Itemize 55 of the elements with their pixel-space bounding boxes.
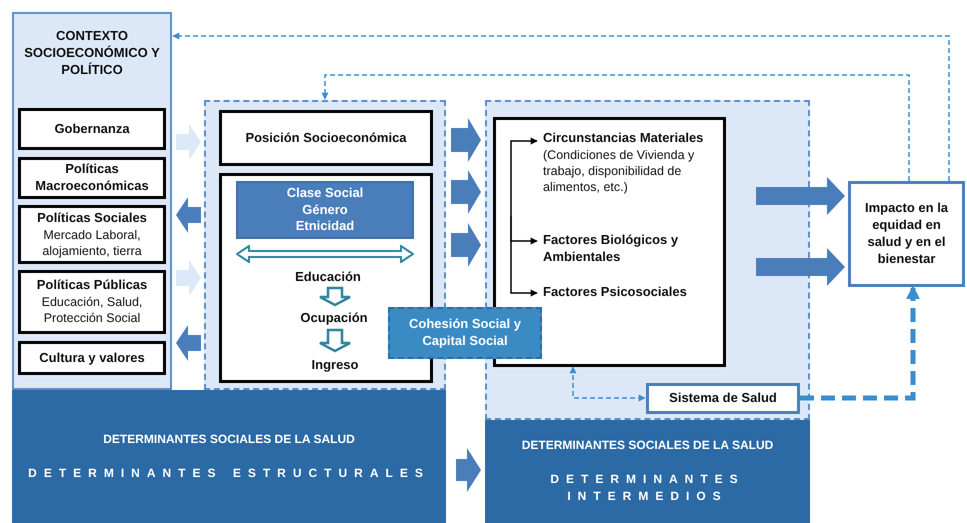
hollow-arrow	[318, 286, 352, 306]
dashed-arrow	[322, 74, 910, 181]
box-label: Factores Biológicos y Ambientales	[543, 232, 680, 266]
band-heading: DETERMINANTES SOCIALES DE LA SALUD	[522, 437, 774, 454]
dashed-arrow	[800, 285, 920, 400]
box-label: Clase Social Género Etnicidad	[286, 184, 364, 236]
band-heading: DETERMINANTES INTERMEDIOS	[549, 470, 746, 506]
band-heading: DETERMINANTES ESTRUCTURALES	[28, 464, 430, 482]
bracket-arrow	[510, 138, 538, 216]
block-arrow	[451, 170, 481, 214]
box-label: Cohesión Social y Capital Social	[408, 316, 522, 350]
block-arrow	[451, 223, 481, 267]
block-arrow	[451, 118, 481, 162]
box-label: Políticas Públicas	[36, 277, 148, 294]
box-description: (Condiciones de Vivienda y trabajo, disponibilidad de alimentos, etc.)	[543, 146, 696, 196]
block-arrow	[176, 325, 201, 361]
panel-heading: CONTEXTO SOCIOECONÓMICO Y POLÍTICO	[23, 28, 161, 79]
box-label: Gobernanza	[54, 120, 130, 138]
box-description: Educación, Salud, Protección Social	[40, 294, 144, 327]
box-label: Cultura y valores	[39, 350, 145, 366]
text-box	[848, 181, 965, 287]
bracket-arrow	[510, 216, 538, 296]
box-label: Circunstancias Materiales	[543, 130, 704, 147]
block-arrow	[176, 197, 201, 233]
box-label: Sistema de Salud	[669, 390, 777, 407]
box-label: Factores Psicosociales	[543, 284, 688, 301]
dashed-arrow	[172, 32, 950, 181]
block-arrow	[456, 448, 481, 492]
block-arrow	[176, 124, 201, 160]
box-label: Posición Socioeconómica	[245, 130, 407, 146]
band-heading: DETERMINANTES SOCIALES DE LA SALUD	[103, 431, 355, 448]
text-box	[18, 270, 166, 334]
step-label: Ingreso	[290, 353, 380, 375]
box-label: Políticas Macroeconómicas	[34, 161, 150, 195]
text-box	[18, 108, 166, 150]
context-panel	[12, 12, 172, 390]
text-box	[18, 205, 166, 264]
hollow-arrow	[318, 328, 352, 352]
dashed-box	[388, 307, 542, 359]
step-label: Educación	[280, 266, 376, 286]
block-arrow	[756, 248, 845, 286]
block-arrow	[756, 177, 845, 215]
category-box	[236, 181, 414, 239]
title-band	[485, 420, 810, 523]
block-arrow	[176, 260, 201, 296]
box-label: Impacto en la equidad en salud y en el bienestar	[864, 200, 950, 268]
text-box	[18, 341, 166, 375]
dashed-arrow	[570, 366, 646, 402]
text-box	[646, 383, 800, 414]
box-label: Políticas Sociales	[37, 210, 147, 227]
step-label: Ocupación	[282, 307, 386, 327]
box-description: Mercado Laboral, alojamiento, tierra	[41, 226, 143, 260]
title-band	[12, 390, 446, 523]
text-box	[18, 157, 166, 199]
text-box	[219, 110, 433, 166]
